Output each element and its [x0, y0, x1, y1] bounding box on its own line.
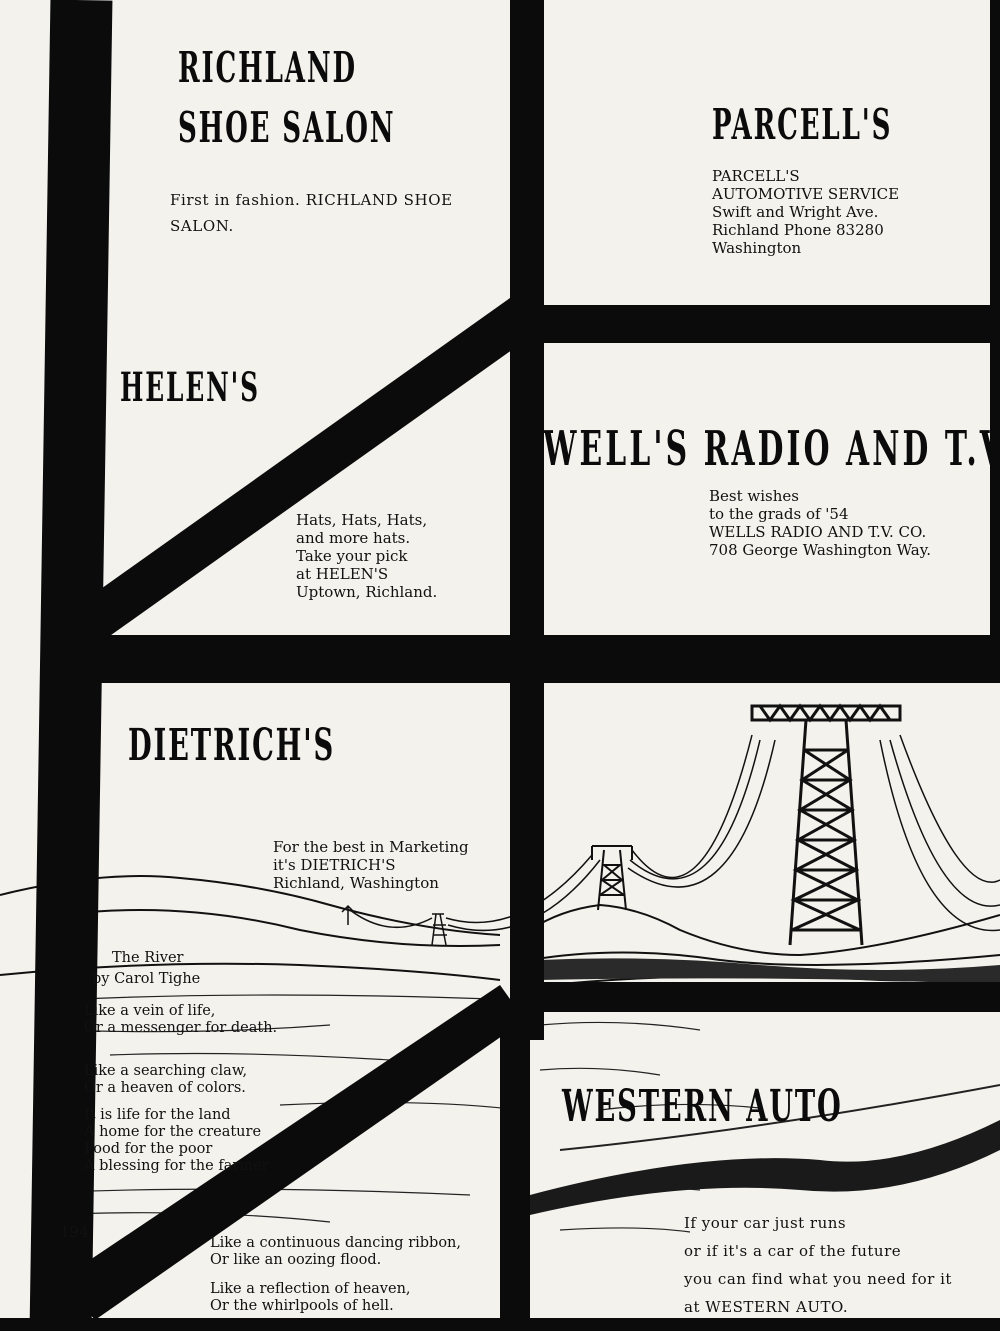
dark-wave: [530, 1120, 1000, 1215]
parcells-body-line2: AUTOMOTIVE SERVICE: [712, 185, 900, 203]
poem-line: Like a vein of life,: [84, 1003, 216, 1019]
richland-body: First in fashion. RICHLAND SHOE SALON.: [170, 187, 453, 239]
western-auto-body-line3: you can find what you need for it: [684, 1270, 952, 1288]
wells-body-line1: Best wishes: [709, 487, 799, 505]
parcells-body-line1: PARCELL'S: [712, 167, 800, 185]
distant-towers: [341, 904, 447, 946]
wells-body-line3: WELLS RADIO AND T.V. CO.: [709, 523, 927, 541]
helens-body-line4: at HELEN'S: [296, 565, 389, 583]
poem-line: It is life for the land: [84, 1107, 231, 1123]
dietrichs-body-line1: For the best in Marketing: [273, 838, 469, 856]
poem-line: Or like an oozing flood.: [210, 1252, 382, 1268]
wells-body-line2: to the grads of '54: [709, 505, 849, 523]
poem-line: Or a heaven of colors.: [84, 1080, 246, 1096]
richland-heading-line2: SHOE SALON: [178, 103, 396, 152]
poem-line: A home for the creature: [84, 1124, 262, 1140]
poem-line: Food for the poor: [84, 1141, 213, 1157]
poem-stanza-2: Like a searching claw, Or a heaven of co…: [84, 1063, 277, 1097]
western-auto-body-line4: at WESTERN AUTO.: [684, 1298, 849, 1316]
poem-line: Like a searching claw,: [84, 1063, 248, 1079]
helens-body-line2: and more hats.: [296, 529, 411, 547]
western-auto-heading: WESTERN AUTO: [562, 1081, 843, 1132]
richland-heading: RICHLAND SHOE SALON: [178, 44, 395, 152]
poem-line: Or a messenger for death.: [84, 1020, 278, 1036]
dietrichs-body-line3: Richland, Washington: [273, 874, 439, 892]
helens-heading: HELEN'S: [120, 364, 260, 411]
poem-line: Like a continuous dancing ribbon,: [210, 1235, 462, 1251]
helens-body-line5: Uptown, Richland.: [296, 583, 438, 601]
western-auto-body-line1: If your car just runs: [684, 1214, 847, 1232]
power-lines: [349, 734, 1000, 932]
parcells-body-line4: Richland Phone 83280: [712, 221, 884, 239]
parcells-body-line3: Swift and Wright Ave.: [712, 203, 879, 221]
poem-line: A blessing for the farmer: [84, 1158, 269, 1174]
richland-body-line1: First in fashion. RICHLAND SHOE: [170, 191, 453, 209]
poem-line: Like a reflection of heaven,: [210, 1281, 411, 1297]
dietrichs-heading: DIETRICH'S: [128, 720, 336, 771]
poem-stanza-5: Like a reflection of heaven, Or the whir…: [210, 1281, 461, 1315]
wells-body: Best wishes to the grads of '54 WELLS RA…: [709, 487, 931, 559]
dietrichs-body: For the best in Marketing it's DIETRICH'…: [273, 838, 469, 892]
wells-body-line4: 708 George Washington Way.: [709, 541, 931, 559]
wells-heading: WELL'S RADIO AND T.V.: [543, 421, 1000, 477]
poem-author: by Carol Tighe: [92, 971, 201, 987]
western-auto-body-line2: or if it's a car of the future: [684, 1242, 902, 1260]
large-tower: [750, 703, 902, 946]
poem-stanza-1: Like a vein of life, Or a messenger for …: [84, 1003, 277, 1037]
helens-body-line3: Take your pick: [296, 547, 408, 565]
western-auto-body: If your car just runs or if it's a car o…: [684, 1209, 952, 1321]
parcells-body: PARCELL'S AUTOMOTIVE SERVICE Swift and W…: [712, 167, 899, 257]
poem-title: The River: [112, 950, 184, 966]
helens-body: Hats, Hats, Hats, and more hats. Take yo…: [296, 511, 437, 601]
poem-line: Or the whirlpools of hell.: [210, 1298, 394, 1314]
poem-stanza-3: It is life for the land A home for the c…: [84, 1107, 277, 1175]
medium-tower: [591, 845, 633, 911]
parcells-heading: PARCELL'S: [712, 100, 893, 149]
helens-body-line1: Hats, Hats, Hats,: [296, 511, 428, 529]
poem-stanzas-upper: Like a vein of life, Or a messenger for …: [84, 1003, 277, 1184]
richland-heading-line1: RICHLAND: [178, 43, 357, 92]
dietrichs-body-line2: it's DIETRICH'S: [273, 856, 396, 874]
richland-body-line2: SALON.: [170, 217, 234, 235]
parcells-body-line5: Washington: [712, 239, 802, 257]
page-number: 194: [60, 1223, 89, 1241]
poem-stanza-4: Like a continuous dancing ribbon, Or lik…: [210, 1235, 461, 1269]
poem-stanzas-lower: Like a continuous dancing ribbon, Or lik…: [210, 1235, 461, 1324]
